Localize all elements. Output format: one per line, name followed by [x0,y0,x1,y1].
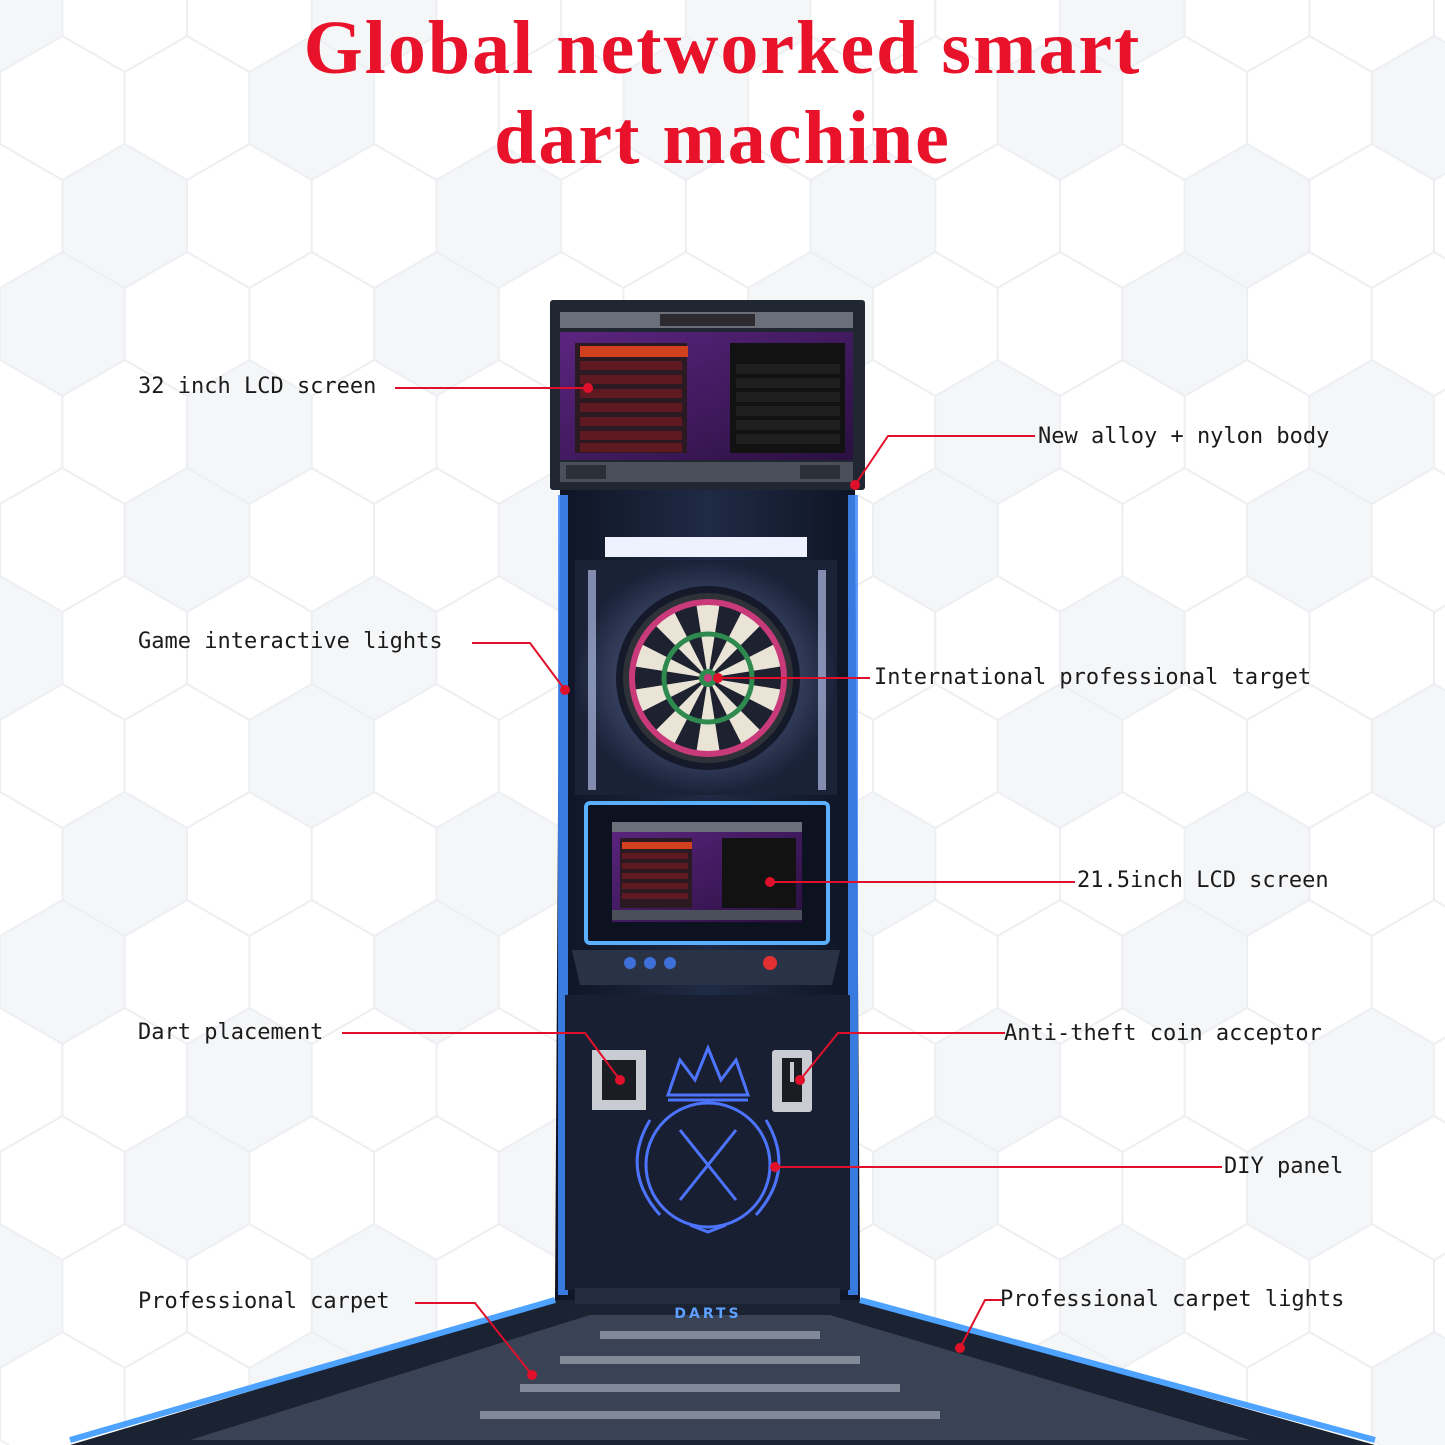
callout-dots [527,383,965,1380]
callout-professional-carpet: Professional carpet [138,1289,390,1314]
callout-dart-placement: Dart placement [138,1020,324,1045]
carpet [69,1297,1376,1445]
callout-interactive-lights: Game interactive lights [138,629,443,654]
callout-coin-acceptor: Anti-theft coin acceptor [1004,1021,1322,1046]
callout-body-material: New alloy + nylon body [1038,424,1330,449]
callout-professional-target: International professional target [874,665,1312,690]
callout-lcd-21-inch: 21.5inch LCD screen [1077,868,1329,893]
callout-diy-panel: DIY panel [1224,1154,1344,1179]
svg-text:DARTS: DARTS [674,1306,741,1322]
callout-lcd-32-inch: 32 inch LCD screen [138,374,377,399]
callout-carpet-lights: Professional carpet lights [1000,1287,1345,1312]
dartboard-icon [616,586,800,770]
control-panel [572,950,840,985]
lower-lcd-screen [584,801,830,945]
top-lcd-screen [550,300,865,490]
callout-leader-lines [342,387,1222,1376]
crown-logo-icon [635,1044,781,1234]
diy-panel: DARTS [565,995,850,1322]
coin-slot-icon [772,1050,812,1112]
page-title-line-1: Global networked smart [303,6,1142,90]
page-title-line-2: dart machine [494,96,951,180]
